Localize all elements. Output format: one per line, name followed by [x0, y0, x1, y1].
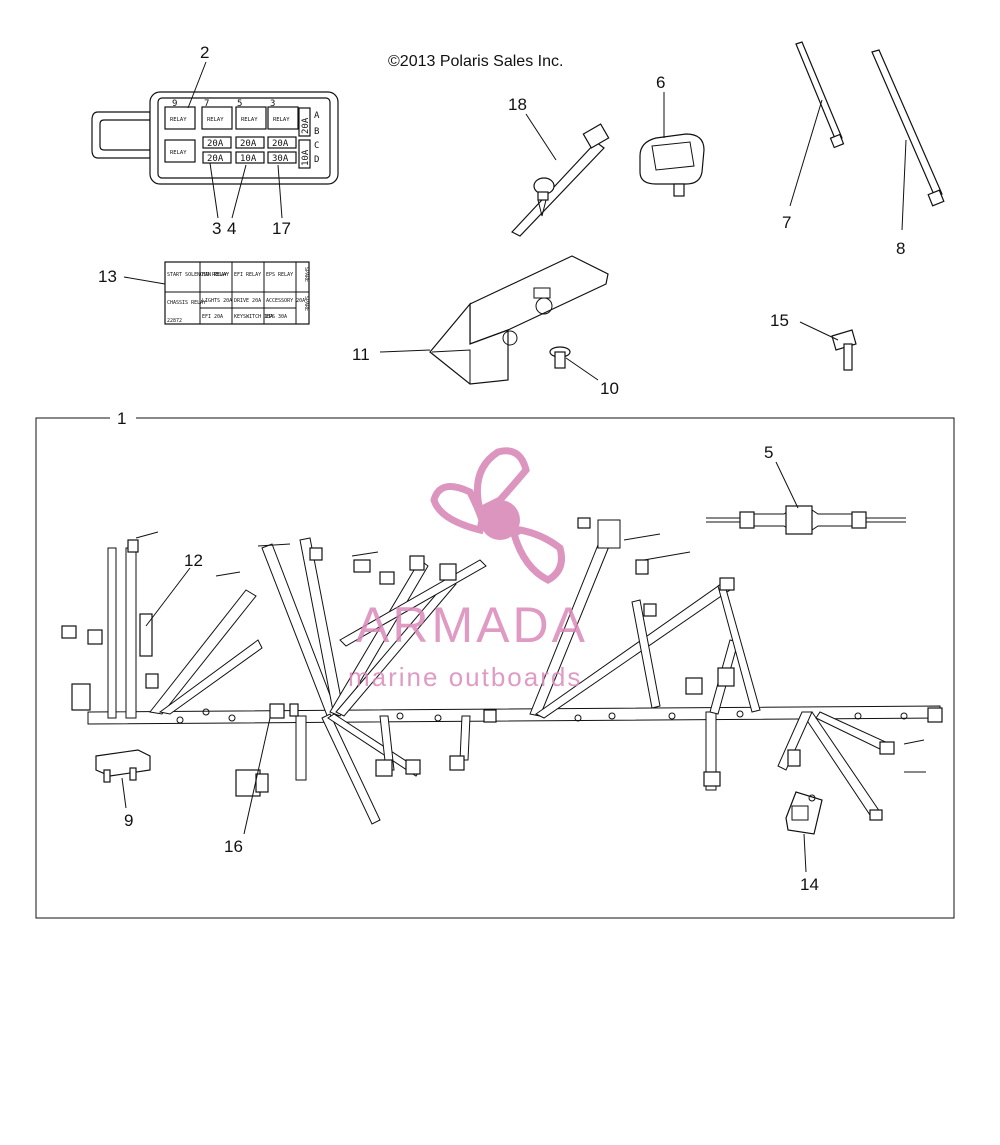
callout-12: 12: [184, 551, 203, 570]
label-drive: DRIVE 20A: [234, 298, 261, 304]
callout-7: 7: [782, 213, 791, 232]
callout-5: 5: [764, 443, 773, 462]
row-letter: C: [314, 141, 319, 151]
callout-3: 3: [212, 219, 221, 238]
fuse-box-part: RELAY RELAY RELAY RELAY RELAY 9 7 5 3 20…: [91, 91, 339, 185]
slot-number: 5: [237, 99, 242, 109]
callout-18: 18: [508, 95, 527, 114]
relay-label: RELAY: [170, 150, 187, 156]
callout-14: 14: [800, 875, 819, 894]
label-chassis-relay: CHASSIS RELAY: [167, 300, 206, 306]
label-start-solenoid: START SOLENOID RELAY: [167, 272, 227, 278]
callout-17: 17: [272, 219, 291, 238]
relay-part: [95, 749, 151, 783]
callout-13: 13: [98, 267, 117, 286]
label-lights: LIGHTS 20A: [202, 298, 232, 304]
inline-fuse-holder-part: [706, 505, 906, 535]
side-fuse: 20A: [301, 117, 311, 134]
label-efi-relay: EFI RELAY: [234, 272, 261, 278]
label-efi: EFI 20A: [202, 314, 223, 320]
harness-annotations: [135, 531, 926, 773]
fuse-label-decal: START SOLENOID RELAY FAN RELAY EFI RELAY…: [164, 261, 310, 325]
harness-connectors: [61, 517, 943, 821]
fuse-rating: 30A: [272, 154, 289, 164]
callout-11: 11: [352, 345, 370, 364]
label-accessory: ACCESSORY 20A: [266, 298, 305, 304]
wire-harness: [87, 519, 941, 825]
callout-10: 10: [600, 379, 619, 398]
callout-1: 1: [117, 409, 126, 428]
callout-16: 16: [224, 837, 243, 856]
fuse-rating: 20A: [272, 139, 289, 149]
callout-8: 8: [896, 239, 905, 258]
connector-16-part: [235, 769, 269, 797]
fuse-rating: 20A: [207, 154, 224, 164]
propeller-hub-icon: [480, 500, 520, 540]
relay-label: RELAY: [207, 117, 224, 123]
label-keyswitch: KEYSWITCH 10A: [234, 314, 273, 320]
row-letter: B: [314, 127, 319, 137]
rivet-part: [549, 346, 571, 369]
relay-label: RELAY: [241, 117, 258, 123]
callout-4: 4: [227, 219, 236, 238]
harness-frame: [35, 417, 955, 919]
fuse-rating: 10A: [240, 154, 257, 164]
watermark-name: ARMADA: [356, 597, 588, 653]
slot-number: 9: [172, 99, 177, 109]
slot-number: 3: [270, 99, 275, 109]
callout-9: 9: [124, 811, 133, 830]
copyright-text: ©2013 Polaris Sales Inc.: [388, 53, 563, 70]
side-fuse: 10A: [301, 149, 311, 166]
fuse-rating: 20A: [207, 139, 224, 149]
callout-15: 15: [770, 311, 789, 330]
label-part-no: 22872: [167, 318, 182, 324]
screw-part: [831, 329, 857, 371]
relay-label: RELAY: [170, 117, 187, 123]
label-eps: EPS 30A: [266, 314, 287, 320]
relay-label: RELAY: [273, 117, 290, 123]
strap-7-part: [795, 41, 845, 149]
label-spare: SPARE: [303, 296, 309, 311]
row-letter: A: [314, 111, 320, 121]
row-letter: D: [314, 155, 319, 165]
watermark-logo: [430, 447, 565, 584]
callout-2: 2: [200, 43, 209, 62]
label-spare: SPARE: [303, 267, 309, 282]
label-fan-relay: FAN RELAY: [202, 272, 229, 278]
clip-part: [639, 133, 705, 197]
callout-6: 6: [656, 73, 665, 92]
watermark-tagline: marine outboards: [348, 662, 582, 692]
slot-number: 7: [204, 99, 209, 109]
diagnostic-connector-part: [785, 791, 823, 835]
cable-tie-mount-part: [511, 123, 610, 237]
strap-8-part: [871, 49, 945, 207]
bracket-part: [429, 255, 609, 385]
fuse-rating: 20A: [240, 139, 257, 149]
label-eps-relay: EPS RELAY: [266, 272, 293, 278]
